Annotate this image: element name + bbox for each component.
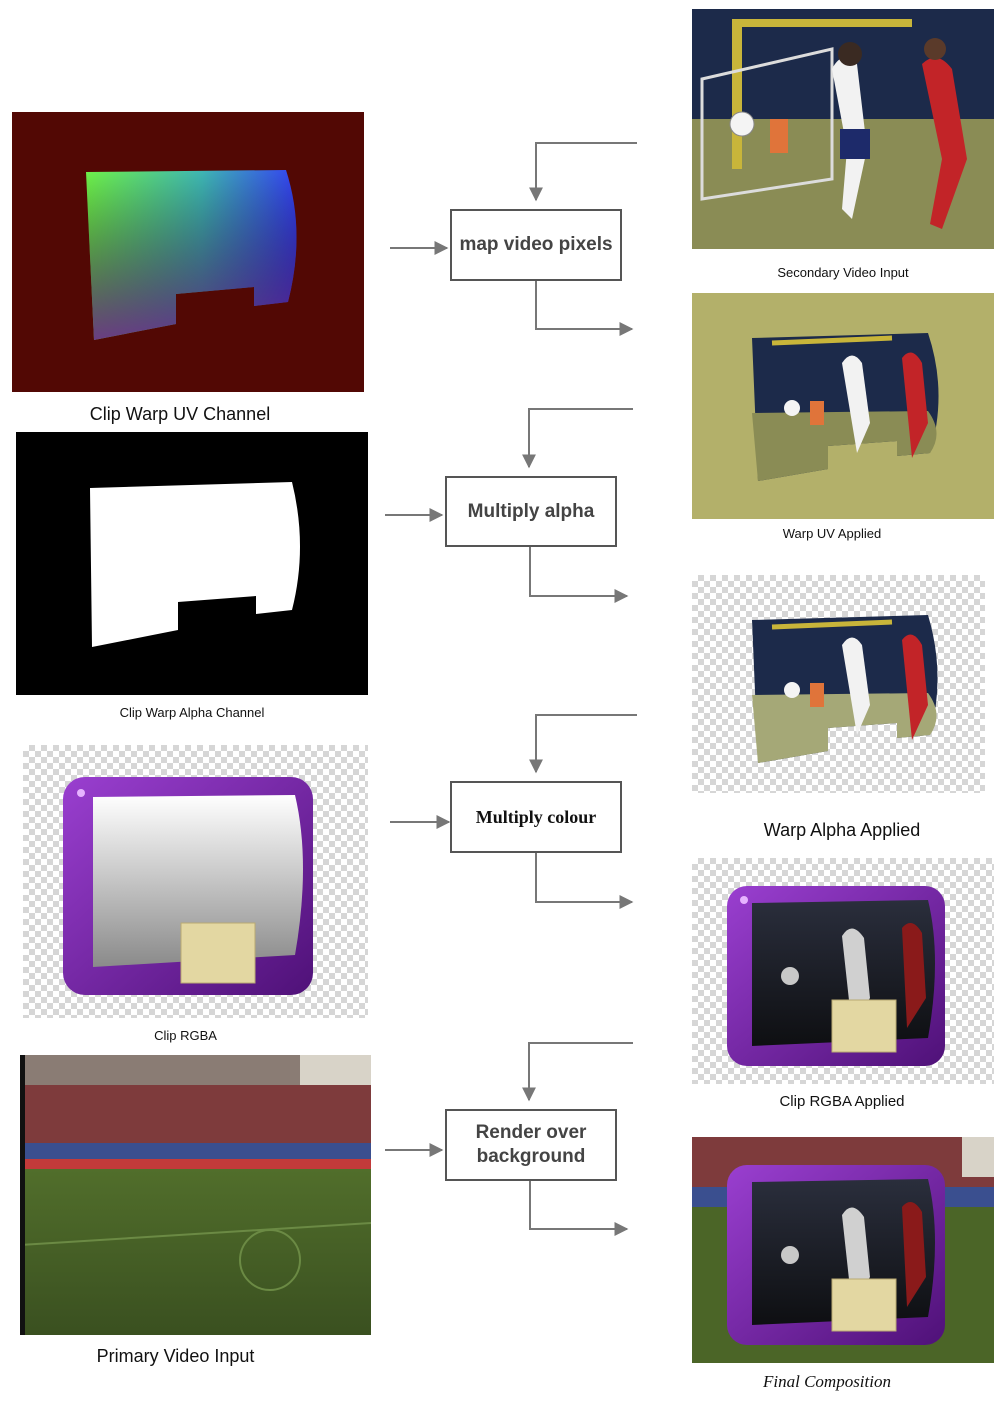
arrow-render-to-final [529,1181,629,1236]
warp-uv-applied-image [692,293,994,519]
clip-rgba-applied-image [692,858,994,1084]
final-composition-image [692,1137,994,1363]
caption-warp-uv-applied: Warp UV Applied [782,526,882,541]
caption-clip-rgba: Clip RGBA [154,1028,217,1043]
arrow-warp-alpha-to-multiply-colour [529,714,637,774]
caption-clip-warp-uv: Clip Warp UV Channel [89,404,271,424]
caption-primary-video: Primary Video Input [96,1346,255,1366]
step-multiply-colour: Multiply colour [450,781,622,853]
caption-warp-alpha-applied: Warp Alpha Applied [763,820,921,840]
arrow-map-to-warp-uv [535,281,634,336]
warp-alpha-applied-image [692,575,985,793]
arrow-multiply-colour-to-clip-rgba [535,853,634,909]
arrow-warp-uv-to-multiply [522,408,633,469]
arrow-clip-rgba-to-render [522,1042,633,1102]
caption-secondary-video: Secondary Video Input [777,265,909,280]
arrow-secondary-to-map [529,142,637,202]
step-map-video-pixels: map video pixels [450,209,622,281]
clip-warp-alpha-image [16,432,368,695]
arrow-multiply-alpha-to-warp-alpha [529,547,629,603]
caption-final-composition: Final Composition [763,1372,891,1391]
primary-video-image [20,1055,371,1335]
caption-clip-warp-alpha: Clip Warp Alpha Channel [119,705,265,720]
step-multiply-alpha: Multiply alpha [445,476,617,547]
caption-clip-rgba-applied: Clip RGBA Applied [779,1093,905,1110]
clip-warp-uv-image [12,112,364,392]
clip-rgba-image [23,745,368,1018]
step-render-over-background: Render over background [445,1109,617,1181]
secondary-video-image [692,9,994,249]
